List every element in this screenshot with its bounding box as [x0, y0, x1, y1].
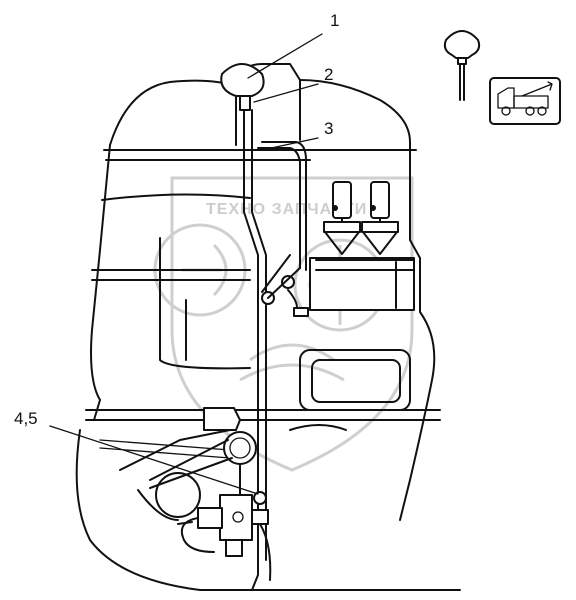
callout-label-1: 1	[330, 11, 339, 30]
callout-leader-4-5	[49, 425, 259, 495]
callout-leader-3	[261, 137, 319, 151]
callout-label-2: 2	[324, 65, 333, 84]
lower-valve-assembly	[149, 407, 272, 581]
callout-label-4-5: 4,5	[14, 409, 38, 428]
watermark-text: ТЕХНО ЗАПЧАСТИ	[206, 201, 367, 218]
callout-label-3: 3	[324, 119, 333, 138]
hydraulic-valves	[309, 181, 415, 311]
truck-crane-icon	[489, 77, 561, 125]
control-knob-icon	[443, 30, 481, 101]
frame-structure	[75, 239, 461, 591]
callout-leader-1	[247, 33, 323, 79]
control-lever-assembly	[220, 63, 309, 591]
watermark-logo: ТЕХНО ЗАПЧАСТИ	[153, 176, 414, 472]
callout-leader-2	[253, 83, 319, 103]
